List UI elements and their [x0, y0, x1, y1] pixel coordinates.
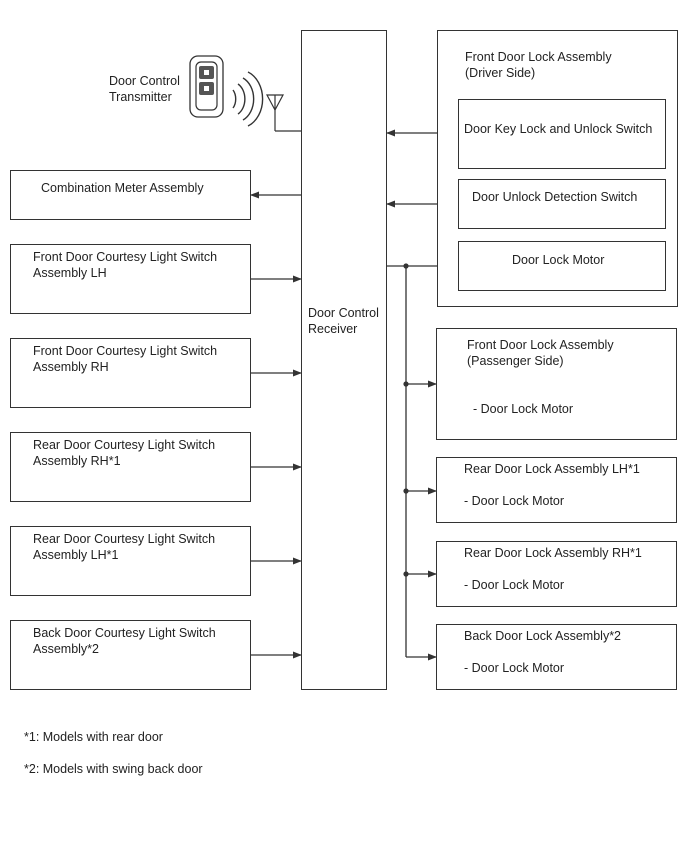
input-label: Front Door Courtesy Light Switch Assembl… [33, 344, 218, 374]
output-title: Front Door Lock Assembly (Passenger Side… [467, 338, 614, 368]
unlock-detection-switch-box: Door Unlock Detection Switch [458, 179, 666, 229]
output-box-back-door: Back Door Lock Assembly*2 - Door Lock Mo… [436, 624, 677, 690]
input-label: Back Door Courtesy Light Switch Assembly… [33, 626, 216, 656]
unlock-detection-label: Door Unlock Detection Switch [472, 190, 638, 204]
junction-dots [403, 263, 409, 577]
output-box-rear-lh: Rear Door Lock Assembly LH*1 - Door Lock… [436, 457, 677, 523]
output-title: Back Door Lock Assembly*2 [464, 629, 622, 643]
key-fob-icon [189, 55, 224, 118]
output-item: - Door Lock Motor [473, 402, 574, 416]
output-item: - Door Lock Motor [464, 661, 565, 675]
input-label: Front Door Courtesy Light Switch Assembl… [33, 250, 218, 280]
door-control-receiver: Door Control Receiver [301, 30, 387, 690]
input-box-combination-meter: Combination Meter Assembly [10, 170, 251, 220]
key-lock-switch-box: Door Key Lock and Unlock Switch [458, 99, 666, 169]
key-lock-switch-label: Door Key Lock and Unlock Switch [464, 122, 653, 136]
input-label: Combination Meter Assembly [41, 181, 204, 195]
input-box-front-rh: Front Door Courtesy Light Switch Assembl… [10, 338, 251, 408]
input-label: Rear Door Courtesy Light Switch Assembly… [33, 438, 216, 468]
output-box-front-passenger: Front Door Lock Assembly (Passenger Side… [436, 328, 677, 440]
output-item: - Door Lock Motor [464, 578, 565, 592]
footnote-1: *1: Models with rear door [24, 730, 163, 744]
radio-waves-icon [232, 71, 264, 127]
driver-assembly-title: Front Door Lock Assembly (Driver Side) [465, 50, 612, 80]
input-box-rear-lh: Rear Door Courtesy Light Switch Assembly… [10, 526, 251, 596]
driver-door-lock-motor-box: Door Lock Motor [458, 241, 666, 291]
output-title: Rear Door Lock Assembly LH*1 [464, 462, 640, 476]
input-box-front-lh: Front Door Courtesy Light Switch Assembl… [10, 244, 251, 314]
transmitter-label: Door Control Transmitter [109, 74, 180, 104]
driver-motor-label: Door Lock Motor [512, 253, 605, 267]
input-box-back-door: Back Door Courtesy Light Switch Assembly… [10, 620, 251, 690]
input-label: Rear Door Courtesy Light Switch Assembly… [33, 532, 216, 562]
wire-output-bus [387, 262, 459, 661]
output-title: Rear Door Lock Assembly RH*1 [464, 546, 642, 560]
footnote-2: *2: Models with swing back door [24, 762, 203, 776]
antenna-icon [266, 94, 301, 132]
receiver-label: Door Control Receiver [308, 306, 379, 336]
output-box-rear-rh: Rear Door Lock Assembly RH*1 - Door Lock… [436, 541, 677, 607]
input-box-rear-rh: Rear Door Courtesy Light Switch Assembly… [10, 432, 251, 502]
output-item: - Door Lock Motor [464, 494, 565, 508]
